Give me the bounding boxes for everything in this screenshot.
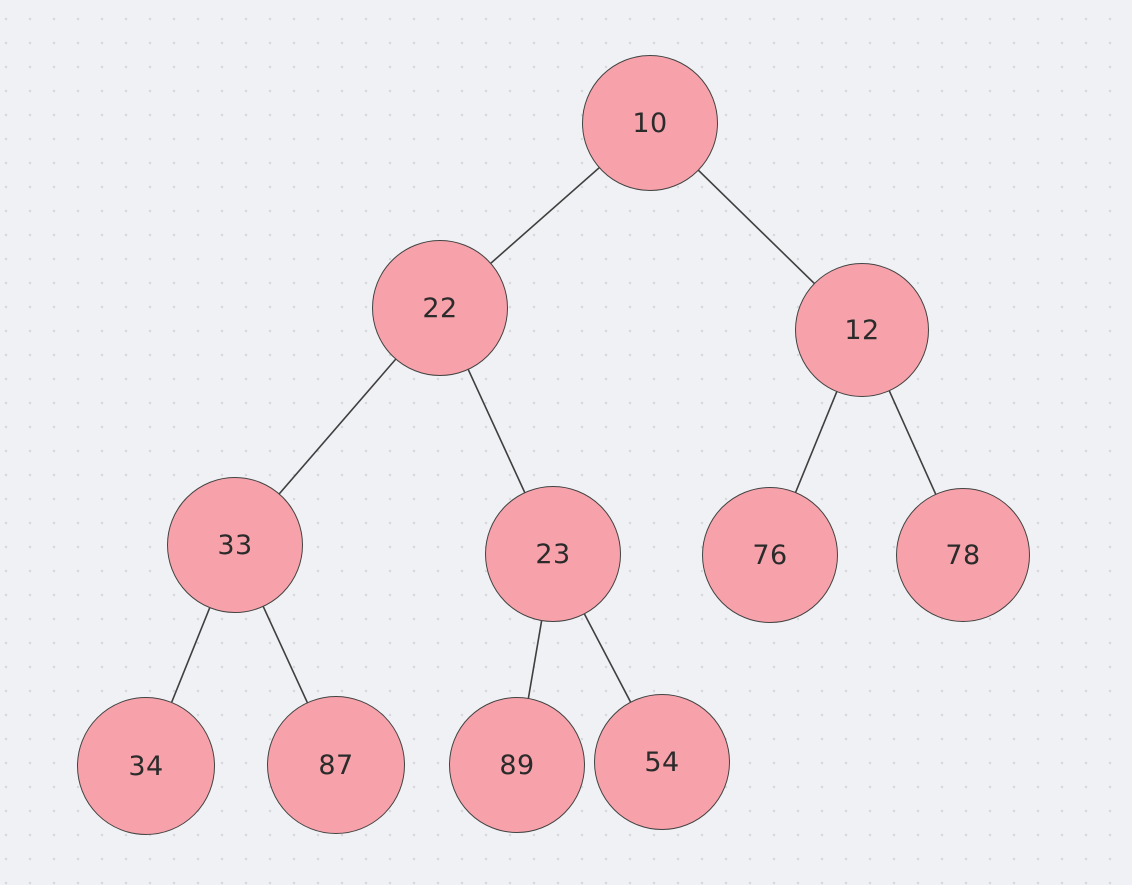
tree-node-89[interactable]: 89 [449,697,585,833]
tree-node-34[interactable]: 34 [77,697,215,835]
tree-node-12[interactable]: 12 [795,263,929,397]
tree-node-10[interactable]: 10 [582,55,718,191]
node-value: 54 [644,746,680,778]
node-value: 78 [945,539,981,571]
node-value: 12 [844,314,880,346]
tree-node-87[interactable]: 87 [267,696,405,834]
tree-node-23[interactable]: 23 [485,486,621,622]
node-value: 10 [632,107,668,139]
node-value: 22 [422,292,458,324]
node-value: 89 [499,749,535,781]
tree-node-33[interactable]: 33 [167,477,303,613]
tree-node-54[interactable]: 54 [594,694,730,830]
tree-node-76[interactable]: 76 [702,487,838,623]
node-value: 34 [128,750,164,782]
tree-node-78[interactable]: 78 [896,488,1030,622]
tree-node-22[interactable]: 22 [372,240,508,376]
node-value: 33 [217,529,253,561]
node-value: 23 [535,538,571,570]
node-value: 76 [752,539,788,571]
node-value: 87 [318,749,354,781]
